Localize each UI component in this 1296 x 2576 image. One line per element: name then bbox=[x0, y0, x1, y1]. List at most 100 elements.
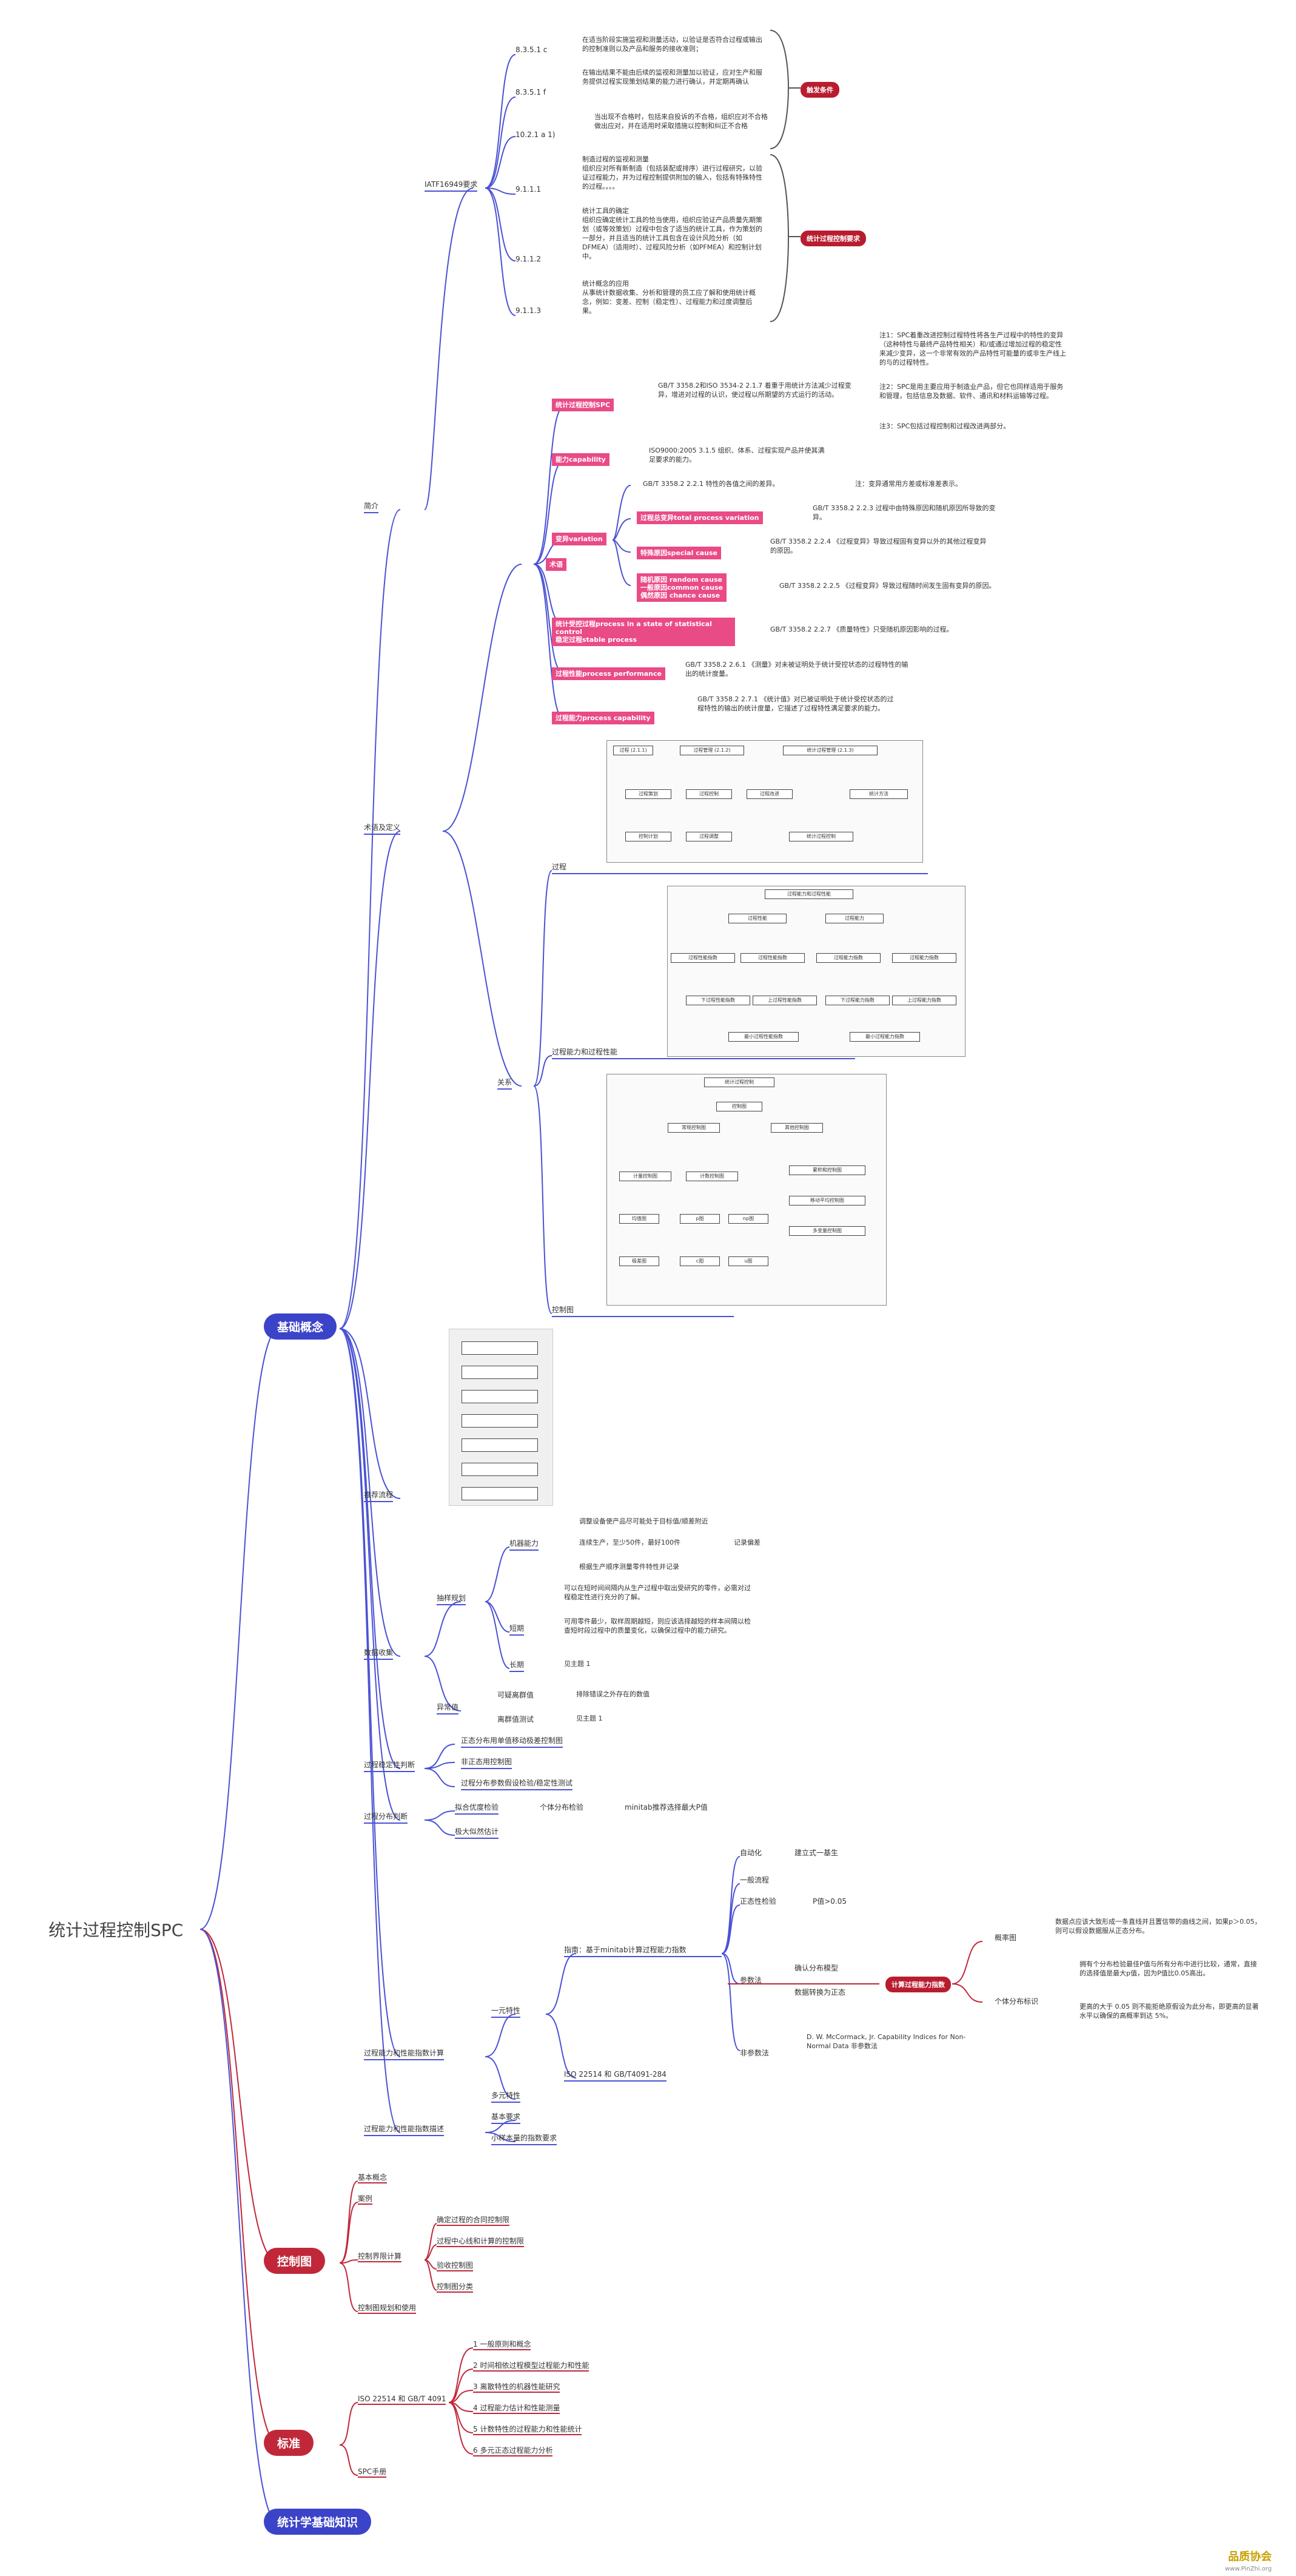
node-long-term[interactable]: 长期 bbox=[509, 1659, 525, 1672]
tag-trigger: 触发条件 bbox=[801, 82, 839, 98]
std-iso-3[interactable]: 3 离散特性的机器性能研究 bbox=[473, 2381, 560, 2393]
node-capability-desc[interactable]: 过程能力和性能指数描述 bbox=[364, 2123, 445, 2136]
term-performance[interactable]: 过程性能process performance bbox=[552, 667, 665, 680]
term-capability-text: ISO9000:2005 3.1.5 组织、体系、过程实现产品并使其满足要求的能… bbox=[649, 447, 825, 464]
tag-calc-index: 计算过程能力指数 bbox=[885, 1977, 951, 1992]
diagram-box: 过程能力 bbox=[825, 914, 884, 923]
term-spc-note3: 注3：SPC包括过程控制和过程改进两部分。 bbox=[879, 422, 1010, 430]
diagram-box: 上过程能力指数 bbox=[892, 996, 956, 1005]
node-stability[interactable]: 过程稳定性判断 bbox=[364, 1759, 415, 1772]
branch-standard[interactable]: 标准 bbox=[264, 2430, 314, 2456]
std-spc-manual[interactable]: SPC手册 bbox=[358, 2466, 387, 2478]
diagram-box: 最小过程性能指数 bbox=[728, 1032, 799, 1042]
branch-stat-basics[interactable]: 统计学基础知识 bbox=[264, 2509, 372, 2535]
term-stat-control-text: GB/T 3358.2 2.2.7 《质量特性》只受随机原因影响的过程。 bbox=[770, 625, 953, 633]
diagram-box: 常规控制图 bbox=[668, 1123, 720, 1133]
node-sampling-plan[interactable]: 抽样规划 bbox=[437, 1593, 466, 1605]
desc-small-sample[interactable]: 小样本量的指数要求 bbox=[491, 2133, 557, 2145]
term-special-cause-text: GB/T 3358.2 2.2.4 《过程变异》导致过程固有变异以外的其他过程变… bbox=[770, 538, 987, 555]
term-capability[interactable]: 能力capability bbox=[552, 453, 609, 466]
diagram-box bbox=[462, 1366, 538, 1379]
k1v: 建立式一基生 bbox=[794, 1849, 839, 1857]
distribution-a[interactable]: 拟合优度检验 bbox=[455, 1802, 499, 1815]
diagram-box: 累积和控制图 bbox=[789, 1165, 865, 1175]
term-variation[interactable]: 变异variation bbox=[552, 533, 606, 545]
term-random-cause-text: GB/T 3358.2 2.2.5 《过程变异》导致过程随时间发生固有变异的原因… bbox=[779, 582, 996, 590]
diagram-box: 过程策划 bbox=[625, 789, 671, 799]
distribution-b[interactable]: 极大似然估计 bbox=[455, 1826, 499, 1839]
watermark-url: www.PinZhi.org bbox=[1224, 2566, 1272, 2572]
outlier-b: 离群值测试 bbox=[497, 1715, 534, 1724]
node-multivariate[interactable]: 多元特性 bbox=[491, 2090, 521, 2103]
node-cap-perf[interactable]: 过程能力和过程性能 bbox=[552, 1047, 855, 1059]
diagram-box: u图 bbox=[728, 1256, 768, 1266]
k3v: P值>0.05 bbox=[813, 1897, 847, 1906]
node-distribution[interactable]: 过程分布判断 bbox=[364, 1811, 408, 1824]
node-machine[interactable]: 机器能力 bbox=[509, 1538, 539, 1551]
node-data-collection[interactable]: 数据收集 bbox=[364, 1647, 394, 1660]
std-iso[interactable]: ISO 22514 和 GB/T 4091 bbox=[358, 2393, 446, 2405]
cc-limits-2[interactable]: 过程中心线和计算的控制限 bbox=[437, 2236, 525, 2247]
stability-b[interactable]: 非正态用控制图 bbox=[461, 1756, 512, 1769]
term-process-capability[interactable]: 过程能力process capability bbox=[552, 712, 654, 724]
std-iso-6[interactable]: 6 多元正态过程能力分析 bbox=[473, 2445, 553, 2456]
node-iatf[interactable]: IATF16949要求 bbox=[425, 179, 478, 192]
branch-basic-concepts[interactable]: 基础概念 bbox=[264, 1313, 337, 1340]
long-term-b: 见主题 1 bbox=[564, 1660, 591, 1668]
k2: 一般流程 bbox=[740, 1876, 770, 1884]
diagram-box: 过程 (2.1.1) bbox=[613, 746, 653, 755]
cc-limits-4[interactable]: 控制图分类 bbox=[437, 2281, 474, 2293]
term-random-cause[interactable]: 随机原因 random cause 一般原因common cause 偶然原因 … bbox=[637, 573, 727, 602]
cc-basic[interactable]: 基本概念 bbox=[358, 2172, 388, 2183]
term-spc[interactable]: 统计过程控制SPC bbox=[552, 399, 614, 411]
diagram-box: 最小过程能力指数 bbox=[850, 1032, 920, 1042]
cc-plan-use[interactable]: 控制图规划和使用 bbox=[358, 2302, 417, 2314]
node-control-chart-diagram[interactable]: 控制图 bbox=[552, 1304, 734, 1317]
diagram-box: 过程管理 (2.1.2) bbox=[680, 746, 744, 755]
std-iso-1[interactable]: 1 一般原则和概念 bbox=[473, 2339, 531, 2350]
desc-basic[interactable]: 基本要求 bbox=[491, 2111, 521, 2124]
node-univariate[interactable]: 一元特性 bbox=[491, 2005, 521, 2018]
stability-a[interactable]: 正态分布用单值移动极差控制图 bbox=[461, 1735, 563, 1748]
node-intro[interactable]: 简介 bbox=[364, 501, 379, 513]
cc-limits[interactable]: 控制界限计算 bbox=[358, 2251, 402, 2262]
node-capability-calc[interactable]: 过程能力和性能指数计算 bbox=[364, 2048, 445, 2060]
flow-chart-thumbnail bbox=[449, 1329, 553, 1506]
node-minitab-guide[interactable]: 指南：基于minitab计算过程能力指数 bbox=[564, 1944, 722, 1957]
node-short-term[interactable]: 短期 bbox=[509, 1623, 525, 1636]
root-topic[interactable]: 统计过程控制SPC bbox=[49, 1920, 184, 1940]
node-process[interactable]: 过程 bbox=[552, 861, 928, 874]
diagram-box: 控制计划 bbox=[625, 832, 671, 841]
machine-c: 根据生产顺序测量零件特性并记录 bbox=[579, 1563, 679, 1571]
indiv-dist-text1: 拥有个分布检验最佳P值与所有分布中进行比较，通常，直接的选择值是最大p值，因为P… bbox=[1079, 1960, 1257, 1977]
std-iso-5[interactable]: 5 计数特性的过程能力和性能统计 bbox=[473, 2424, 582, 2435]
term-stat-control[interactable]: 统计受控过程process in a state of statistical … bbox=[552, 618, 735, 646]
distribution-a1: 个体分布检验 bbox=[540, 1803, 584, 1812]
diagram-box: 过程能力指数 bbox=[816, 953, 881, 963]
std-iso-4[interactable]: 4 过程能力估计和性能测量 bbox=[473, 2402, 560, 2414]
iatf-c5-text: 统计工具的确定 组织应确定统计工具的恰当使用，组织应验证产品质量先期策划（或等效… bbox=[582, 207, 762, 260]
short-term-a: 可以在短时间间隔内从生产过程中取出受研究的零件，必需对过程稳定性进行充分的了解。 bbox=[564, 1584, 751, 1601]
term-variation-note: 注：变异通常用方差或标准差表示。 bbox=[855, 480, 962, 488]
branch-control-chart[interactable]: 控制图 bbox=[264, 2248, 326, 2274]
watermark-logo: 品质协会 bbox=[1228, 2551, 1272, 2563]
node-iso22514[interactable]: ISO 22514 和 GB/T4091-284 bbox=[564, 2069, 666, 2082]
outlier-b-text: 见主题 1 bbox=[576, 1715, 603, 1722]
std-iso-2[interactable]: 2 时间相依过程模型过程能力和性能 bbox=[473, 2360, 589, 2372]
node-outliers[interactable]: 异常值 bbox=[437, 1702, 459, 1715]
cc-case[interactable]: 案例 bbox=[358, 2193, 373, 2205]
diagram-box: 统计过程控制 bbox=[789, 832, 853, 841]
tag-terms: 术语 bbox=[546, 558, 566, 571]
node-flow[interactable]: 推荐流程 bbox=[364, 1489, 394, 1502]
node-terms[interactable]: 术语及定义 bbox=[364, 822, 401, 835]
node-relations[interactable]: 关系 bbox=[497, 1077, 512, 1090]
cc-limits-3[interactable]: 验收控制图 bbox=[437, 2260, 474, 2271]
term-total-variation[interactable]: 过程总变异total process variation bbox=[637, 511, 763, 524]
diagram-box: 统计方法 bbox=[850, 789, 908, 799]
machine-a: 调整设备使产品尽可能处于目标值/顺差附近 bbox=[579, 1517, 708, 1525]
diagram-box: 过程调整 bbox=[686, 832, 732, 841]
cc-limits-1[interactable]: 确定过程的合同控制限 bbox=[437, 2214, 510, 2226]
iatf-c6-label: 9.1.1.3 bbox=[515, 306, 541, 315]
stability-c[interactable]: 过程分布参数假设检验/稳定性测试 bbox=[461, 1778, 573, 1790]
term-special-cause[interactable]: 特殊原因special cause bbox=[637, 547, 721, 559]
